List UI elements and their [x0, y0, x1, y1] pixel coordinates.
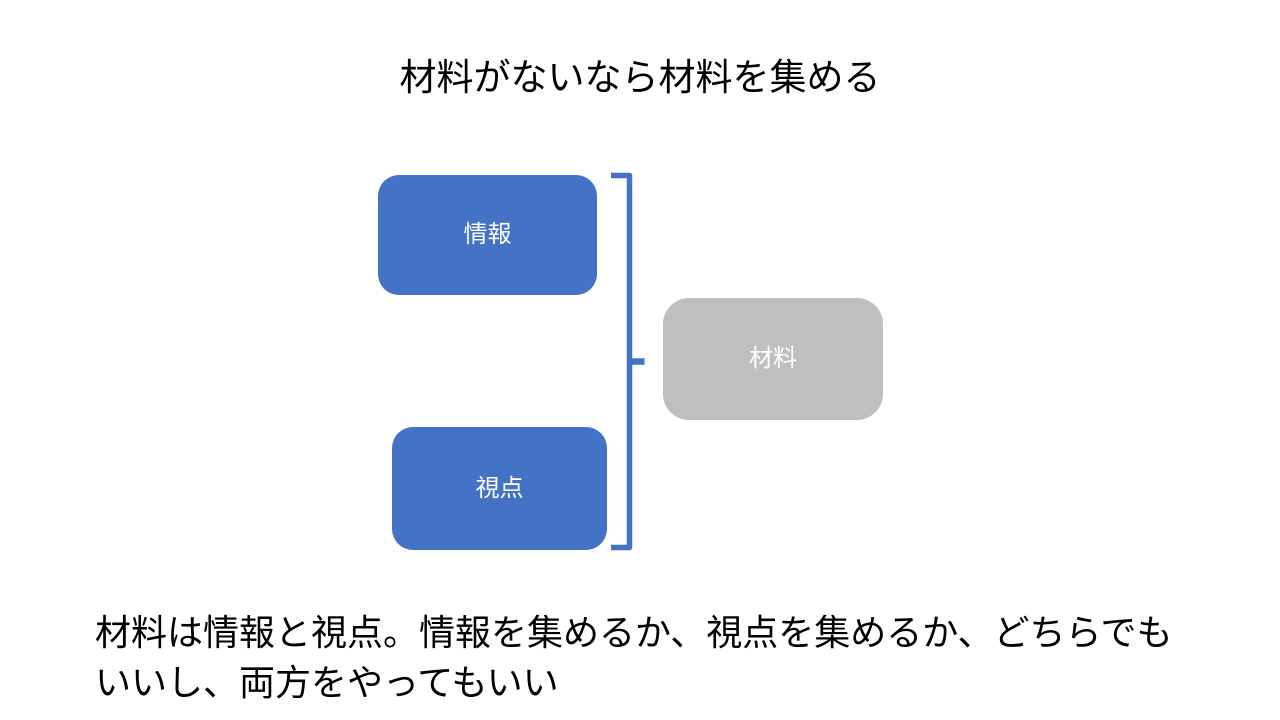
description-text: 材料は情報と視点。情報を集めるか、視点を集めるか、どちらでも いいし、両方をやっ…: [95, 608, 1172, 708]
info-box: 情報: [378, 175, 597, 295]
grouping-bracket-shape: [611, 172, 645, 551]
viewpoint-box: 視点: [392, 427, 607, 550]
info-box-label: 情報: [463, 221, 512, 248]
material-box-label: 材料: [749, 345, 797, 372]
description-line-2: いいし、両方をやってもいい: [95, 662, 559, 703]
description-line-1: 材料は情報と視点。情報を集めるか、視点を集めるか、どちらでも: [95, 612, 1173, 653]
slide-title: 材料がないなら材料を集める: [399, 57, 881, 98]
viewpoint-box-label: 視点: [475, 474, 524, 502]
material-box: 材料: [663, 298, 883, 420]
